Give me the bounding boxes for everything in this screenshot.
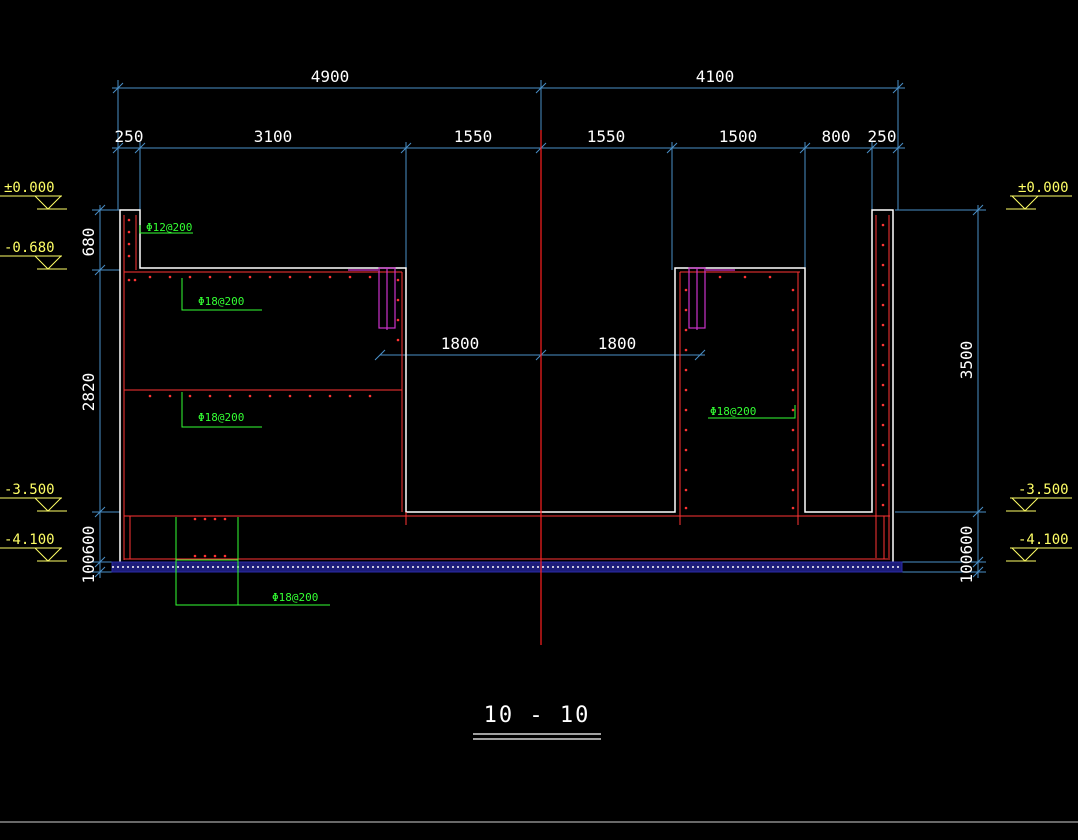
dim-mid-left: 1800 [441,334,480,353]
dim-seg-6: 800 [822,127,851,146]
dimension-texts: 4900 4100 250 3100 1550 1550 1500 800 25… [79,67,976,583]
rebar-label-upper: Φ18@200 [198,295,244,308]
dim-overall-left: 4900 [311,67,350,86]
dim-seg-4: 1550 [587,127,626,146]
dim-seg-1: 250 [115,127,144,146]
dim-mid-right: 1800 [598,334,637,353]
dim-seg-3: 1550 [454,127,493,146]
rebar-label-right: Φ18@200 [710,405,756,418]
dim-seg-5: 1500 [719,127,758,146]
elev-right-1: -3.500 [1018,482,1069,498]
dim-right-600: 600 [957,526,976,555]
rebar-label-mid: Φ18@200 [198,411,244,424]
dim-left-100: 100 [79,555,98,584]
rebar-label-wall: Φ12@200 [146,221,192,234]
dim-right-3500: 3500 [957,341,976,380]
dim-seg-2: 3100 [254,127,293,146]
dim-right-100: 100 [957,555,976,584]
elev-left-1: -0.680 [4,240,55,256]
rebar-leaders [139,225,796,606]
rebar-texts: Φ12@200 Φ18@200 Φ18@200 Φ18@200 Φ18@200 [146,221,756,604]
section-title: 10 - 10 [484,703,591,728]
elev-left-0: ±0.000 [4,180,55,196]
dim-left-2820: 2820 [79,373,98,412]
elevation-markers [0,195,1072,562]
dim-overall-right: 4100 [696,67,735,86]
title-underline [473,733,601,740]
elev-left-2: -3.500 [4,482,55,498]
concrete-outline [119,209,894,562]
rebar-lines [123,215,890,560]
dim-left-600: 600 [79,526,98,555]
elev-left-3: -4.100 [4,532,55,548]
rebar-dots [127,218,885,558]
rebar-label-base: Φ18@200 [272,591,318,604]
elev-right-0: ±0.000 [1018,180,1069,196]
dim-seg-7: 250 [868,127,897,146]
elev-right-2: -4.100 [1018,532,1069,548]
elevation-texts: ±0.000 -0.680 -3.500 -4.100 ±0.000 -3.50… [4,180,1069,548]
dimension-lines [92,80,986,578]
embedded-parts [348,267,735,330]
base-slab [111,561,903,573]
dim-left-680: 680 [79,228,98,257]
